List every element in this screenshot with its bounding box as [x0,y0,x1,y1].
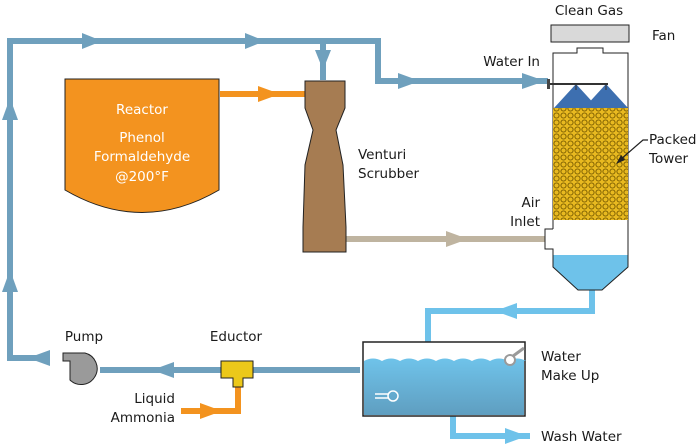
spray-nozzle-icon [554,84,598,108]
reactor-outlet-pipe [220,86,305,102]
fan: Clean Gas Fan [550,3,675,44]
pump-label: Pump [65,329,103,345]
spray-nozzle-icon [584,84,628,108]
arrow-down-icon [315,50,331,70]
arrow-right-icon [522,73,545,89]
arrow-right-icon [446,231,468,247]
water-make-up-label: Water [541,349,581,365]
reactor-label: Reactor [116,102,168,118]
arrow-right-icon [505,428,527,444]
reactor-chemical-label: Phenol [119,130,165,146]
arrow-right-icon [200,403,222,419]
venturi-scrubber: Venturi Scrubber [302,80,420,253]
reactor-vessel: Reactor Phenol Formaldehyde @200°F [64,78,220,213]
arrow-left-icon [28,350,50,366]
fan-label: Fan [652,28,675,44]
packed-tower: Packed Tower Water In Air Inlet [483,47,696,291]
liquid-ammonia-label: Ammonia [111,410,175,426]
air-inlet-label: Inlet [510,214,540,230]
arrow-right-icon [398,73,420,89]
float-valve-icon [504,346,525,366]
flow-arrows-blue [2,33,545,378]
air-inlet-label: Air [521,195,540,211]
arrow-left-icon [495,303,517,319]
arrow-left-icon [152,362,174,378]
arrow-right-icon [245,33,265,49]
arrow-right-icon [258,86,280,102]
submerged-inlet-icon [375,390,399,402]
reactor-chemical-label: Formaldehyde [94,149,190,165]
pump: Pump [62,329,103,386]
wash-water-tank: Water Make Up Wash Water [362,341,622,445]
venturi-label: Venturi [358,147,406,163]
water-make-up-label: Make Up [541,368,599,384]
eductor-label: Eductor [210,329,263,345]
wash-water-label: Wash Water [541,429,622,445]
tower-drain-pipe [425,290,595,444]
packed-tower-label: Tower [648,151,689,167]
gas-duct [345,231,545,247]
venturi-label: Scrubber [358,166,420,182]
eductor: Eductor Liquid Ammonia [111,329,263,426]
ammonia-feed-pipe [181,385,241,419]
liquid-ammonia-label: Liquid [134,391,175,407]
arrow-right-icon [82,33,102,49]
packed-tower-label: Packed [649,132,696,148]
reactor-temperature-label: @200°F [115,169,169,185]
water-in-label: Water In [483,54,540,70]
arrow-up-icon [2,98,18,120]
arrow-up-icon [2,270,18,292]
pointer-arrow-icon [616,155,625,164]
clean-gas-label: Clean Gas [555,3,623,19]
